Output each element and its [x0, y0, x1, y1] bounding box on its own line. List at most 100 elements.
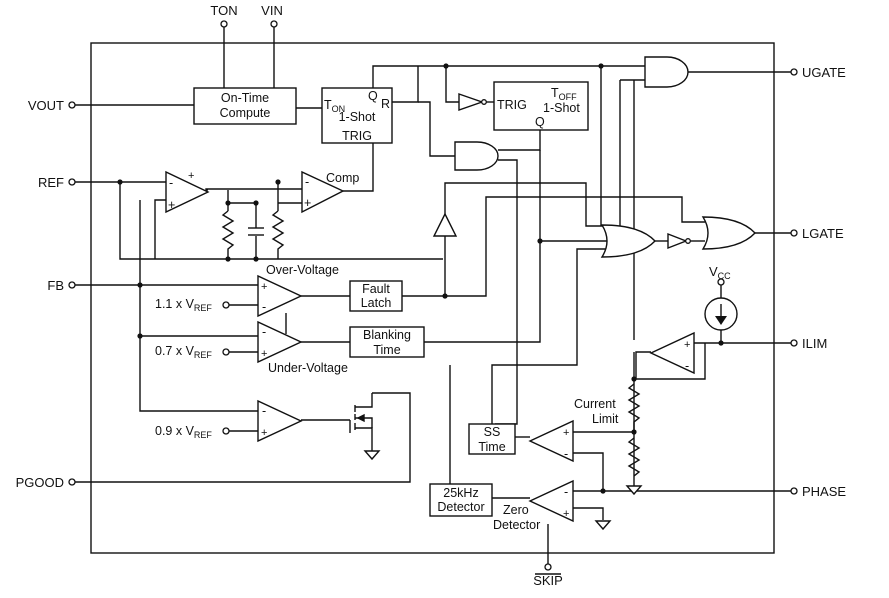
svg-text:Detector: Detector — [493, 518, 540, 532]
pin-vin: VIN — [261, 3, 283, 28]
svg-text:PGOOD: PGOOD — [16, 475, 64, 490]
svg-text:SKIP: SKIP — [533, 573, 563, 588]
pg-reference-label: 0.9 x VREF — [155, 424, 230, 440]
pin-skip: SKIP — [533, 563, 563, 588]
svg-text:Compute: Compute — [220, 106, 271, 120]
svg-text:-: - — [262, 325, 266, 339]
svg-text:+: + — [684, 339, 690, 351]
svg-text:1-Shot: 1-Shot — [543, 101, 580, 115]
fault-buffer-triangle — [432, 212, 458, 237]
frequency-detector-block: 25kHz Detector — [429, 483, 493, 517]
svg-text:VOUT: VOUT — [28, 98, 64, 113]
svg-text:SS: SS — [484, 425, 501, 439]
svg-text:UGATE: UGATE — [802, 65, 846, 80]
svg-text:+: + — [304, 196, 311, 210]
svg-text:-: - — [564, 485, 568, 499]
svg-text:+: + — [563, 427, 569, 439]
svg-text:+: + — [188, 170, 194, 182]
pin-phase: PHASE — [790, 484, 846, 499]
or-gate-lgate-2 — [701, 216, 756, 250]
pin-fb: FB — [47, 278, 76, 293]
pin-lgate: LGATE — [790, 226, 844, 241]
current-limit-comparator: + - Current Limit — [528, 397, 619, 463]
svg-text:0.7 x VREF: 0.7 x VREF — [155, 344, 212, 360]
svg-text:R: R — [381, 97, 390, 111]
pin-ugate: UGATE — [790, 65, 846, 80]
svg-text:-: - — [564, 447, 568, 461]
svg-text:Fault: Fault — [362, 282, 390, 296]
junction-dots — [117, 63, 724, 494]
current-source-icon: VCC — [704, 264, 738, 331]
svg-text:Under-Voltage: Under-Voltage — [268, 361, 348, 375]
svg-text:Latch: Latch — [361, 296, 392, 310]
svg-text:-: - — [262, 300, 266, 314]
error-amplifier: - + + — [165, 170, 210, 214]
and-gate-ugate — [644, 56, 689, 88]
current-limit-resistor-bottom — [627, 437, 641, 477]
zero-detector-comparator: - + Zero Detector — [493, 479, 574, 532]
svg-text:Time: Time — [373, 343, 400, 357]
pin-vout: VOUT — [28, 98, 76, 113]
svg-text:25kHz: 25kHz — [443, 486, 478, 500]
pwm-comparator: - + Comp — [301, 170, 359, 214]
svg-text:+: + — [261, 427, 267, 439]
svg-text:VCC: VCC — [709, 264, 731, 281]
pin-ton: TON — [210, 3, 238, 28]
svg-text:TRIG: TRIG — [342, 129, 372, 143]
or-gate-lgate-1 — [600, 224, 656, 258]
svg-text:Over-Voltage: Over-Voltage — [266, 263, 339, 277]
svg-text:TON: TON — [210, 3, 237, 18]
ground-icon-cl — [625, 480, 643, 496]
ground-icon-pgood — [363, 450, 381, 461]
svg-text:ILIM: ILIM — [802, 336, 827, 351]
svg-text:VIN: VIN — [261, 3, 283, 18]
svg-text:Comp: Comp — [326, 171, 359, 185]
svg-text:Limit: Limit — [592, 412, 619, 426]
svg-text:FB: FB — [47, 278, 64, 293]
svg-text:TON: TON — [324, 98, 345, 114]
ic-boundary — [90, 42, 775, 554]
blanking-time-block: Blanking Time — [349, 326, 425, 358]
svg-text:Zero: Zero — [503, 503, 529, 517]
pin-ilim: ILIM — [790, 336, 827, 351]
signal-wires — [75, 24, 791, 564]
pin-ref: REF — [38, 175, 76, 190]
on-time-one-shot-block: TON Q R 1-Shot TRIG — [321, 87, 393, 144]
svg-text:1.1 x VREF: 1.1 x VREF — [155, 297, 212, 313]
svg-text:REF: REF — [38, 175, 64, 190]
under-voltage-comparator: - + Under-Voltage — [257, 320, 348, 375]
svg-text:On-Time: On-Time — [221, 91, 269, 105]
svg-text:-: - — [305, 175, 309, 189]
svg-text:PHASE: PHASE — [802, 484, 846, 499]
compensation-resistor-left — [221, 203, 235, 253]
svg-text:Blanking: Blanking — [363, 328, 411, 342]
compensation-resistor-right — [271, 210, 285, 253]
svg-text:-: - — [169, 176, 173, 190]
svg-text:LGATE: LGATE — [802, 226, 844, 241]
and-gate-trigger — [454, 141, 499, 171]
svg-text:0.9 x VREF: 0.9 x VREF — [155, 424, 212, 440]
ov-reference-label: 1.1 x VREF — [155, 297, 230, 313]
svg-text:-: - — [262, 404, 266, 418]
ground-icon-zero — [594, 520, 612, 531]
svg-text:+: + — [261, 281, 267, 293]
fault-latch-block: Fault Latch — [349, 280, 403, 312]
pin-pgood: PGOOD — [16, 475, 76, 490]
svg-text:TRIG: TRIG — [497, 98, 527, 112]
svg-text:Detector: Detector — [437, 500, 484, 514]
compensation-capacitor — [248, 227, 264, 236]
svg-text:Time: Time — [478, 440, 505, 454]
svg-text:Current: Current — [574, 397, 616, 411]
inverter-off-time — [458, 93, 487, 111]
on-time-compute-block: On-Time Compute — [193, 87, 297, 125]
svg-text:+: + — [563, 508, 569, 520]
off-time-one-shot-block: TOFF 1-Shot TRIG Q — [493, 81, 589, 131]
current-limit-resistor-top — [627, 383, 641, 432]
soft-start-time-block: SS Time — [468, 423, 516, 455]
svg-text:+: + — [261, 348, 267, 360]
svg-text:+: + — [168, 198, 175, 212]
inverter-lgate — [667, 232, 691, 250]
svg-text:Q: Q — [535, 115, 545, 129]
svg-text:TOFF: TOFF — [551, 86, 577, 102]
